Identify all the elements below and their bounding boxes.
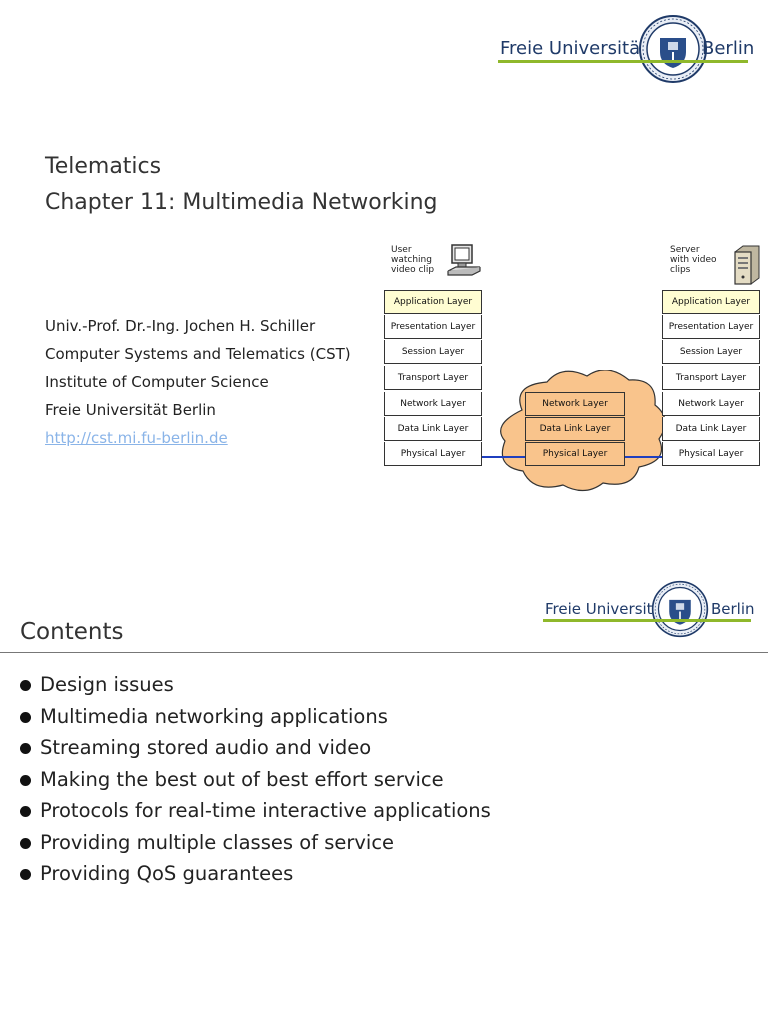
list-item: Providing QoS guarantees: [20, 861, 491, 893]
client-layer: Transport Layer: [384, 366, 482, 390]
university-logo: Freie Universität Berlin: [498, 14, 754, 84]
network-layer-box: Data Link Layer: [525, 417, 625, 441]
list-item-text: Protocols for real-time interactive appl…: [40, 799, 491, 822]
server-layer: Network Layer: [662, 392, 760, 416]
list-item: Multimedia networking applications: [20, 704, 491, 736]
list-item: Design issues: [20, 672, 491, 704]
author-institute: Institute of Computer Science: [45, 373, 269, 391]
bullet-icon: [20, 837, 31, 849]
link-line-left: [482, 456, 526, 458]
link-line-right: [624, 456, 662, 458]
list-item-text: Providing multiple classes of service: [40, 830, 395, 854]
server-layer: Physical Layer: [662, 442, 760, 466]
server-icon: [734, 245, 760, 285]
contents-heading: Contents: [20, 619, 124, 645]
client-layer: Physical Layer: [384, 442, 482, 466]
server-caption: Server with video clips: [670, 245, 717, 275]
server-layer: Application Layer: [662, 290, 760, 314]
bullet-icon: [20, 711, 31, 723]
client-caption: User watching video clip: [391, 245, 435, 275]
university-seal-icon: [639, 15, 707, 83]
list-item: Making the best out of best effort servi…: [20, 767, 491, 799]
list-item: Streaming stored audio and video: [20, 735, 491, 767]
network-layer-box: Physical Layer: [525, 442, 625, 466]
logo-word-right: Berlin: [711, 600, 755, 618]
server-layer: Data Link Layer: [662, 417, 760, 441]
author-department: Computer Systems and Telematics (CST): [45, 345, 351, 363]
network-layer-box: Network Layer: [525, 392, 625, 416]
logo-word-left: Freie Universität: [545, 600, 668, 618]
logo-underline: [543, 619, 751, 622]
client-layer: Application Layer: [384, 290, 482, 314]
server-layer: Presentation Layer: [662, 315, 760, 339]
list-item-text: Making the best out of best effort servi…: [40, 767, 444, 791]
bullet-icon: [20, 869, 31, 880]
server-layer: Session Layer: [662, 340, 760, 364]
list-item-text: Streaming stored audio and video: [40, 736, 372, 759]
website-link[interactable]: http://cst.mi.fu-berlin.de: [45, 429, 228, 447]
list-item: Protocols for real-time interactive appl…: [20, 798, 491, 830]
logo-word-left: Freie Universität: [500, 38, 648, 59]
university-logo: Freie Universität Berlin: [543, 580, 755, 640]
logo-word-right: Berlin: [702, 38, 755, 59]
computer-icon: [447, 244, 481, 276]
server-layer: Transport Layer: [662, 366, 760, 390]
list-item: Providing multiple classes of service: [20, 830, 491, 862]
bullet-icon: [20, 774, 31, 786]
page-title: Chapter 11: Multimedia Networking: [45, 190, 438, 215]
title-line-1: Telematics: [45, 154, 162, 179]
client-layer: Session Layer: [384, 340, 482, 364]
contents-list: Design issues Multimedia networking appl…: [20, 672, 491, 893]
divider: [0, 652, 768, 653]
bullet-icon: [20, 743, 31, 754]
logo-underline: [498, 60, 748, 63]
client-layer: Presentation Layer: [384, 315, 482, 339]
list-item-text: Design issues: [40, 673, 174, 696]
author-university: Freie Universität Berlin: [45, 401, 216, 419]
bullet-icon: [20, 680, 31, 691]
university-seal-icon: [651, 580, 709, 638]
client-layer: Data Link Layer: [384, 417, 482, 441]
bullet-icon: [20, 806, 31, 817]
list-item-text: Providing QoS guarantees: [40, 862, 294, 885]
list-item-text: Multimedia networking applications: [40, 704, 388, 728]
author-name: Univ.-Prof. Dr.-Ing. Jochen H. Schiller: [45, 317, 316, 335]
client-layer: Network Layer: [384, 392, 482, 416]
